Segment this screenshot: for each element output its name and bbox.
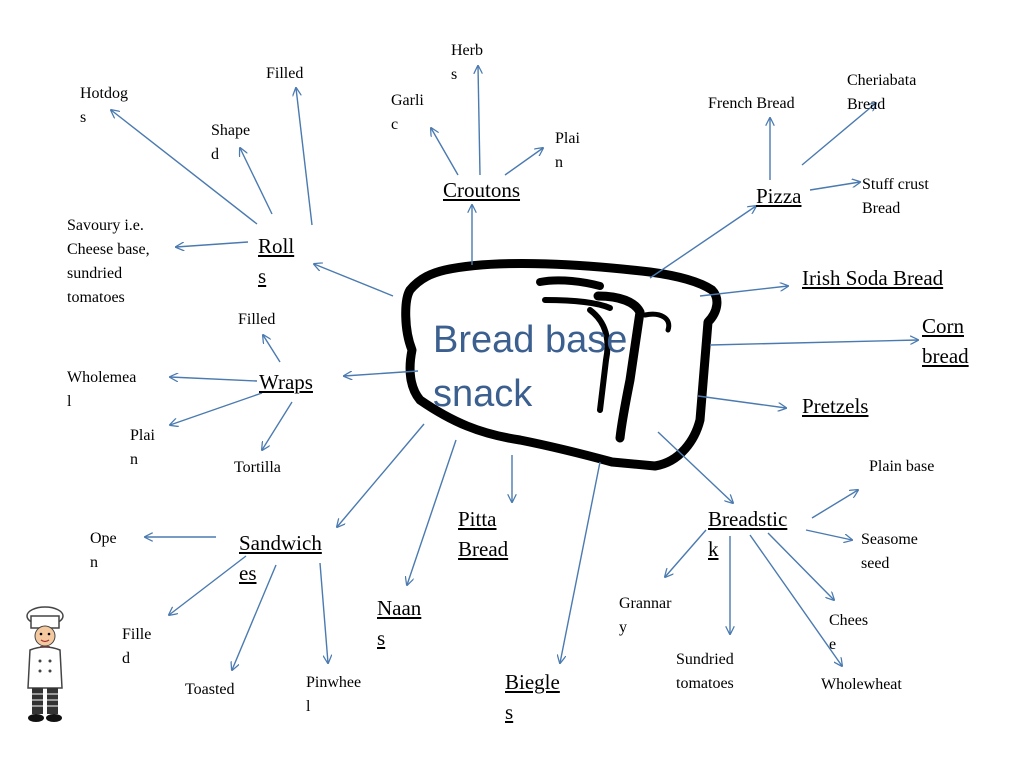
arrow-sandwiches-filled: [169, 555, 247, 615]
branch-pretzels: Pretzels: [802, 394, 869, 418]
arrow-croutons-plain: [504, 148, 543, 176]
leaf-rolls-filled: Filled: [266, 65, 304, 82]
arrow-to-pretzels: [697, 395, 786, 408]
arrow-rolls-shaped: [240, 148, 273, 215]
arrow-breadsticks-plainbase: [811, 490, 858, 519]
arrow-croutons-herbs: [478, 66, 480, 176]
arrow-to-naans: [407, 439, 457, 585]
arrow-breadsticks-seasome: [805, 529, 852, 540]
arrow-to-corn: [709, 340, 918, 346]
arrow-to-biegles: [560, 461, 601, 663]
branch-irish-soda-bread: Irish Soda Bread: [802, 266, 944, 290]
arrow-wraps-plain: [170, 392, 263, 425]
arrow-to-rolls: [314, 264, 394, 297]
arrow-sandwiches-toasted: [232, 564, 277, 670]
arrow-wraps-wholemeal: [170, 377, 258, 381]
chef-icon: [26, 606, 64, 722]
arrow-wraps-tortilla: [262, 401, 293, 450]
leaf-wraps-filled: Filled: [238, 311, 276, 328]
arrow-to-breadsticks: [657, 431, 733, 503]
arrow-croutons-garlic: [431, 128, 459, 176]
arrow-breadsticks-chees: [767, 532, 834, 600]
arrow-breadsticks-grannary: [665, 529, 707, 577]
arrow-pizza-stuffcrust: [809, 182, 860, 191]
arrow-rolls-hotdogs: [111, 110, 258, 225]
arrow-rolls-filled: [296, 88, 313, 226]
arrow-sandwiches-pinwheel: [319, 562, 328, 663]
arrow-to-wraps: [344, 370, 419, 376]
arrow-breadsticks-wholewheat: [749, 534, 842, 666]
arrow-wraps-filled: [263, 335, 281, 363]
connector-arrows: [111, 66, 918, 670]
leaf-tortilla: Tortilla: [234, 459, 281, 476]
bread-loaf-icon: [401, 259, 722, 471]
leaf-wholewheat: Wholewheat: [821, 676, 902, 693]
leaf-plain-base: Plain base: [869, 458, 935, 475]
central-title: Bread base snack: [433, 319, 628, 415]
arrow-to-pizza: [649, 206, 756, 279]
arrow-rolls-savoury: [176, 241, 249, 247]
leaf-french-bread: French Bread: [708, 95, 795, 112]
arrow-pizza-cheriabata: [801, 103, 876, 166]
leaf-toasted: Toasted: [185, 681, 235, 698]
arrow-to-sandwiches: [337, 423, 425, 527]
branch-wraps: Wraps: [259, 370, 313, 394]
branch-croutons: Croutons: [443, 178, 521, 202]
arrow-to-irish: [699, 286, 788, 297]
branch-pizza: Pizza: [756, 184, 802, 208]
